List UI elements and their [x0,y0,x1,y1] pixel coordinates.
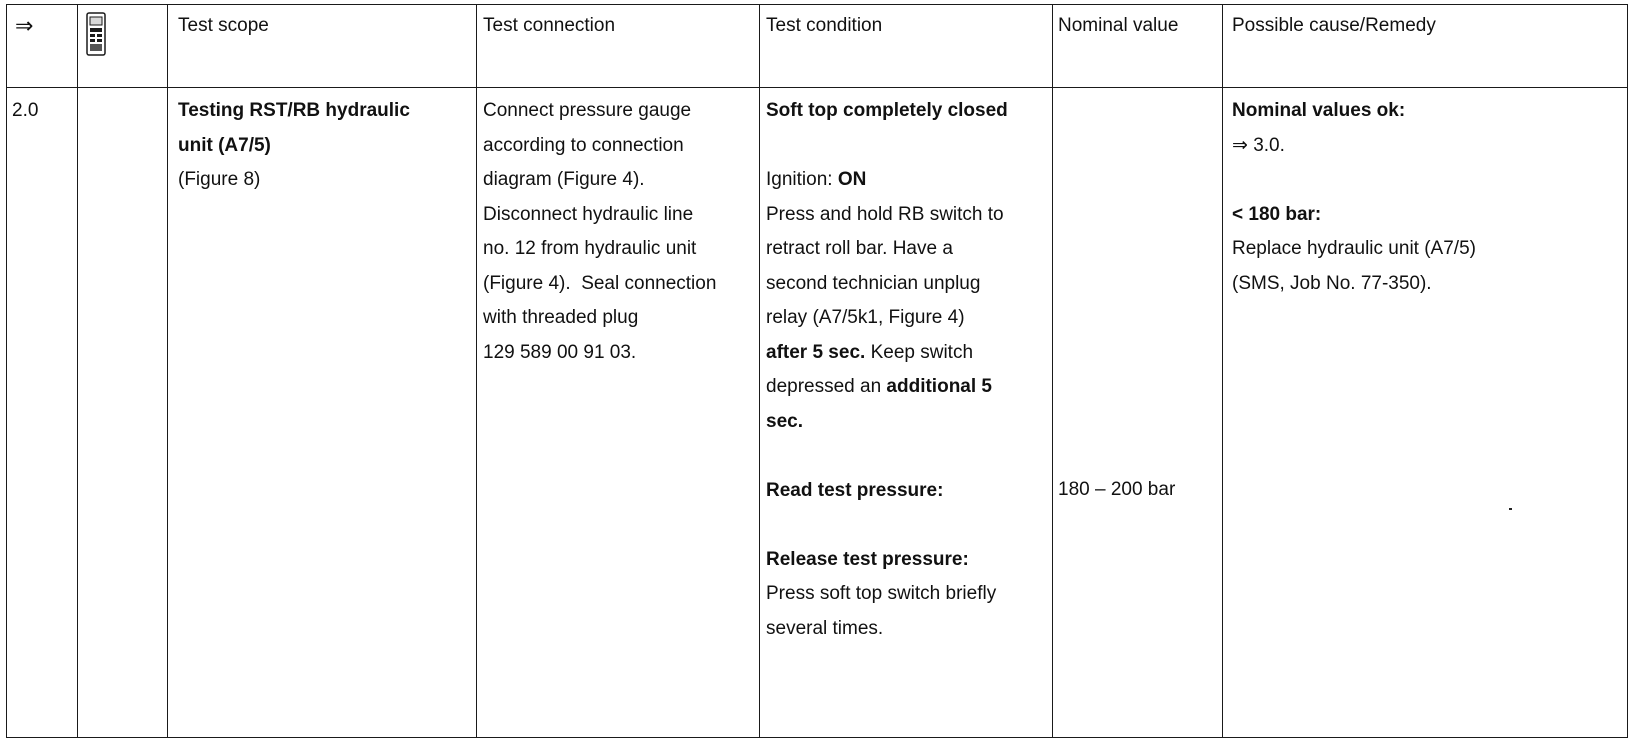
test-table [6,4,1628,738]
test-scope-cell: Testing RST/RB hydraulic unit (A7/5) (Fi… [178,94,410,198]
test-scope-figure: (Figure 8) [178,169,261,190]
column-divider [476,5,477,737]
below-180-label: < 180 bar: [1232,203,1322,225]
spacer [766,129,1008,164]
read-test-pressure: Read test pressure: [766,479,944,501]
connection-line: Disconnect hydraulic line [483,203,694,225]
condition-line: depressed an additional 5 [766,370,1008,405]
connection-line: diagram (Figure 4). [483,169,645,190]
arrow-header: ⇒ [15,13,34,38]
connection-line: (Figure 4). Seal connection [483,272,717,294]
connection-line: 129 589 00 91 03. [483,341,637,363]
step-number: 2.0 [12,100,39,121]
ignition-value: ON [837,169,867,190]
condition-line: after 5 sec. Keep switch [766,336,1008,371]
spacer [766,508,1008,543]
test-scope-title: Testing RST/RB hydraulic [178,100,410,121]
remedy-line: Replace hydraulic unit (A7/5) [1232,238,1476,259]
additional-5: additional 5 [886,376,992,397]
column-divider [1052,5,1053,737]
depressed-text: depressed an [766,376,887,397]
soft-top-closed: Soft top completely closed [766,100,1008,121]
connection-line: no. 12 from hydraulic unit [483,238,697,259]
column-divider [167,5,168,737]
condition-line: several times. [766,617,884,639]
condition-line: Press and hold RB switch to [766,203,1004,225]
tester-device-icon [86,12,106,56]
after-5-sec: after 5 sec. [766,341,866,363]
column-divider [1222,5,1223,737]
ignition-line: Ignition: ON [766,163,1008,198]
header-divider [7,87,1627,88]
test-scope-unit: unit (A7/5) [178,134,271,156]
possible-cause-cell: Nominal values ok: ⇒ 3.0. < 180 bar: Rep… [1232,94,1476,301]
test-connection-header: Test connection [483,15,616,36]
column-divider [759,5,760,737]
condition-line: retract roll bar. Have a [766,238,953,259]
test-condition-cell: Soft top completely closed Ignition: ON … [766,94,1008,646]
test-connection-cell: Connect pressure gauge according to conn… [483,94,716,370]
possible-cause-header: Possible cause/Remedy [1232,15,1436,36]
connection-line: Connect pressure gauge [483,100,692,121]
ignition-label: Ignition: [766,169,838,190]
remedy-line: (SMS, Job No. 77-350). [1232,272,1432,294]
sec-text: sec. [766,410,803,432]
condition-line: Press soft top switch briefly [766,583,997,604]
test-scope-header: Test scope [178,15,269,36]
test-condition-header: Test condition [766,15,883,36]
connection-line: with threaded plug [483,307,639,328]
nominal-ok-goto: ⇒ 3.0. [1232,134,1285,156]
nominal-ok-label: Nominal values ok: [1232,100,1406,121]
keep-switch: Keep switch [865,341,974,363]
connection-line: according to connection [483,134,684,156]
column-divider [77,5,78,737]
spacer [766,439,1008,474]
nominal-value: 180 – 200 bar [1058,479,1176,500]
nominal-value-header: Nominal value [1058,15,1179,36]
release-test-pressure: Release test pressure: [766,548,969,570]
condition-line: relay (A7/5k1, Figure 4) [766,307,965,328]
condition-line: second technician unplug [766,272,981,294]
speck [1509,508,1512,510]
spacer [1232,163,1476,198]
